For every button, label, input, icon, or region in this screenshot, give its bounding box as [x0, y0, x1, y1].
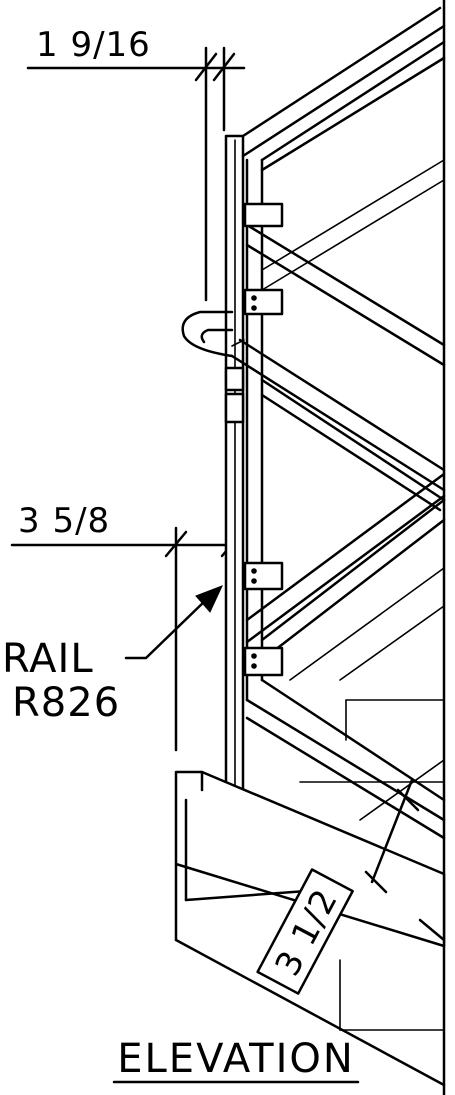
bracket-clip-2 — [243, 561, 284, 591]
callout-arrowhead — [195, 585, 223, 613]
dimension-middle-label: 3 5/8 — [18, 501, 110, 541]
title-text: ELEVATION — [117, 1036, 355, 1082]
rail-callout: RAIL R826 — [2, 585, 223, 726]
vertical-post — [224, 134, 245, 800]
middle-diagonal-members — [245, 378, 446, 741]
base-structure — [174, 678, 446, 1087]
bracket-clip-1 — [243, 202, 284, 316]
callout-line2: R826 — [12, 680, 120, 726]
dimension-top-label: 1 9/16 — [36, 25, 151, 65]
callout-line1: RAIL — [2, 636, 94, 682]
dimension-top: 1 9/16 — [26, 25, 246, 302]
drawing-title: ELEVATION — [112, 1036, 360, 1084]
dimension-middle: 3 5/8 — [10, 501, 244, 752]
bracket-clip-3 — [243, 646, 284, 677]
upper-diagonal-member — [245, 159, 446, 367]
handrail-bend — [181, 310, 446, 492]
